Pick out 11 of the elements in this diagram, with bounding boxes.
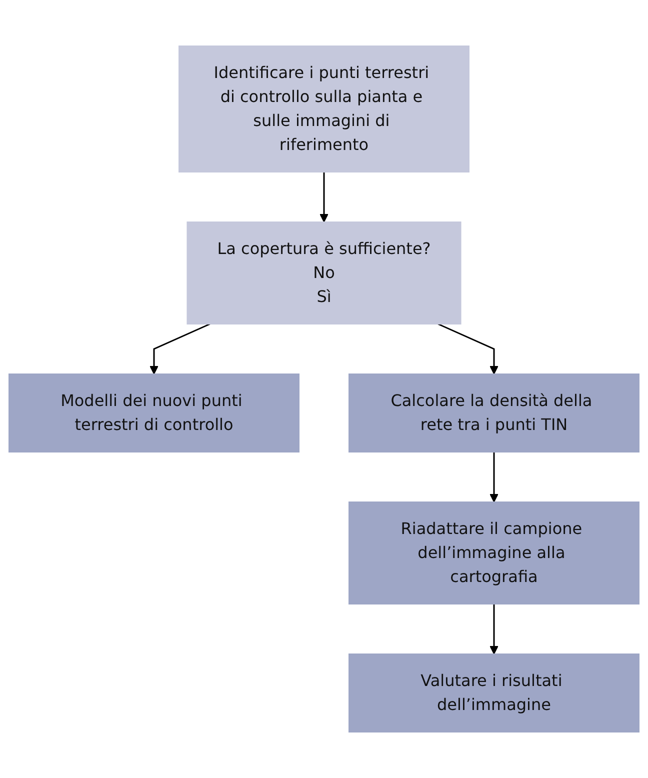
node-box: Valutare i risultati dell’immagine: [348, 654, 640, 732]
arrow: [150, 323, 210, 374]
arrow: [490, 604, 498, 654]
node-box: Calcolare la densità della rete tra i punti TIN: [348, 374, 640, 452]
arrow: [490, 452, 498, 502]
node-box: Identificare i punti terrestri di controllo sulla pianta e sulle immagini di riferimento: [178, 46, 470, 172]
node-box: La copertura è sufficiente? No Sì: [186, 222, 462, 324]
node-box: Modelli dei nuovi punti terrestri di controllo: [8, 374, 300, 452]
node-box: Riadattare il campione dell’immagine alla cartografia: [348, 502, 640, 604]
arrow: [320, 172, 328, 222]
arrow: [438, 323, 498, 374]
